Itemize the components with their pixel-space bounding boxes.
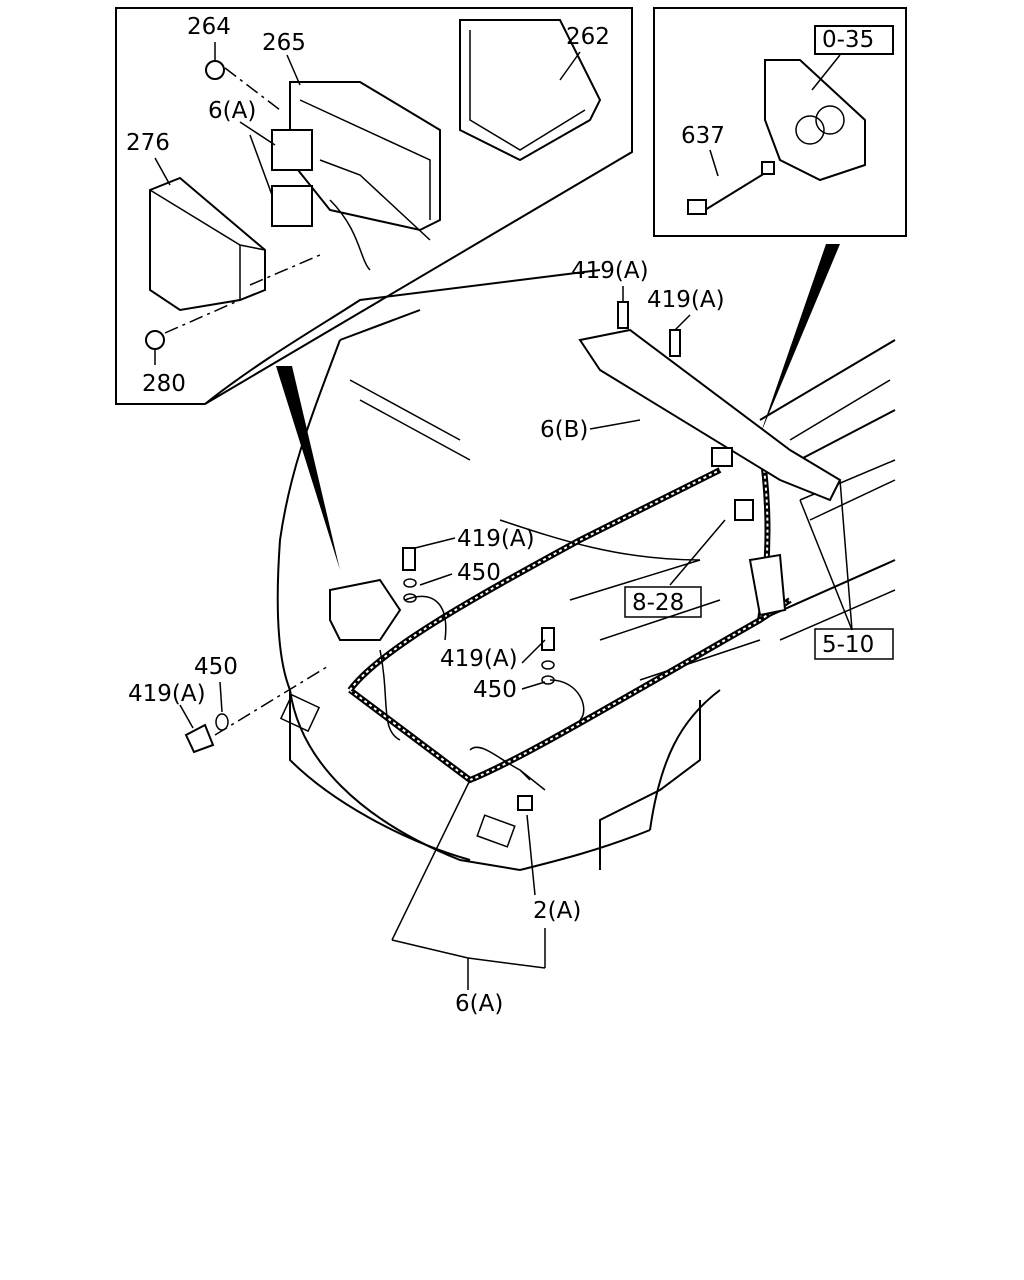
inset-fuse-box bbox=[115, 7, 633, 405]
callout-leaders bbox=[179, 286, 894, 990]
callout-280: 280 bbox=[142, 371, 186, 397]
callout-419a-4: 419(A) bbox=[440, 646, 518, 672]
callout-637: 637 bbox=[681, 123, 725, 149]
callout-419a-5: 419(A) bbox=[128, 681, 206, 707]
callout-264: 264 bbox=[187, 14, 231, 40]
bulb-2a bbox=[517, 795, 533, 811]
callout-265: 265 bbox=[262, 30, 306, 56]
washer-450-2 bbox=[541, 660, 555, 670]
upper-cover bbox=[459, 19, 602, 162]
callout-276: 276 bbox=[126, 130, 170, 156]
callout-labels: 264 265 262 6(A) 276 280 0-35 637 419(A)… bbox=[126, 14, 874, 1017]
callout-6a-top: 6(A) bbox=[208, 98, 256, 124]
leader-wedge-right bbox=[760, 244, 840, 435]
cross-member bbox=[578, 328, 842, 502]
callout-419a-2: 419(A) bbox=[647, 287, 725, 313]
bolt-419a-3 bbox=[402, 547, 416, 571]
callout-6a-bottom: 6(A) bbox=[455, 991, 503, 1017]
cab-body-outline bbox=[204, 269, 896, 871]
callout-6b: 6(B) bbox=[540, 417, 588, 443]
callout-450-2: 450 bbox=[194, 654, 238, 680]
callout-450-3: 450 bbox=[473, 677, 517, 703]
nut-280 bbox=[145, 330, 165, 350]
callout-419a-1: 419(A) bbox=[571, 258, 649, 284]
main-harness bbox=[184, 301, 842, 811]
fuse-box-cover bbox=[149, 176, 266, 312]
nut-264 bbox=[205, 60, 225, 80]
bolt-419a-5 bbox=[184, 723, 215, 754]
bolt-419a-1 bbox=[617, 301, 629, 329]
relay-block bbox=[329, 578, 402, 641]
box-828-frame bbox=[624, 586, 702, 618]
callout-419a-3: 419(A) bbox=[457, 526, 535, 552]
inset-relay bbox=[653, 7, 907, 237]
relay-bracket bbox=[764, 59, 866, 182]
box-510-frame bbox=[814, 628, 894, 660]
callout-8-28: 8-28 bbox=[632, 590, 684, 616]
washer-450-1 bbox=[403, 578, 417, 588]
callout-0-35: 0-35 bbox=[822, 27, 874, 53]
leader-wedge-left bbox=[276, 366, 340, 570]
callout-262: 262 bbox=[566, 24, 610, 50]
bolt-419a-2 bbox=[669, 329, 681, 357]
callout-2a: 2(A) bbox=[533, 898, 581, 924]
callout-450-1: 450 bbox=[457, 560, 501, 586]
callout-5-10: 5-10 bbox=[822, 632, 874, 658]
bolt-419a-4 bbox=[541, 627, 555, 651]
